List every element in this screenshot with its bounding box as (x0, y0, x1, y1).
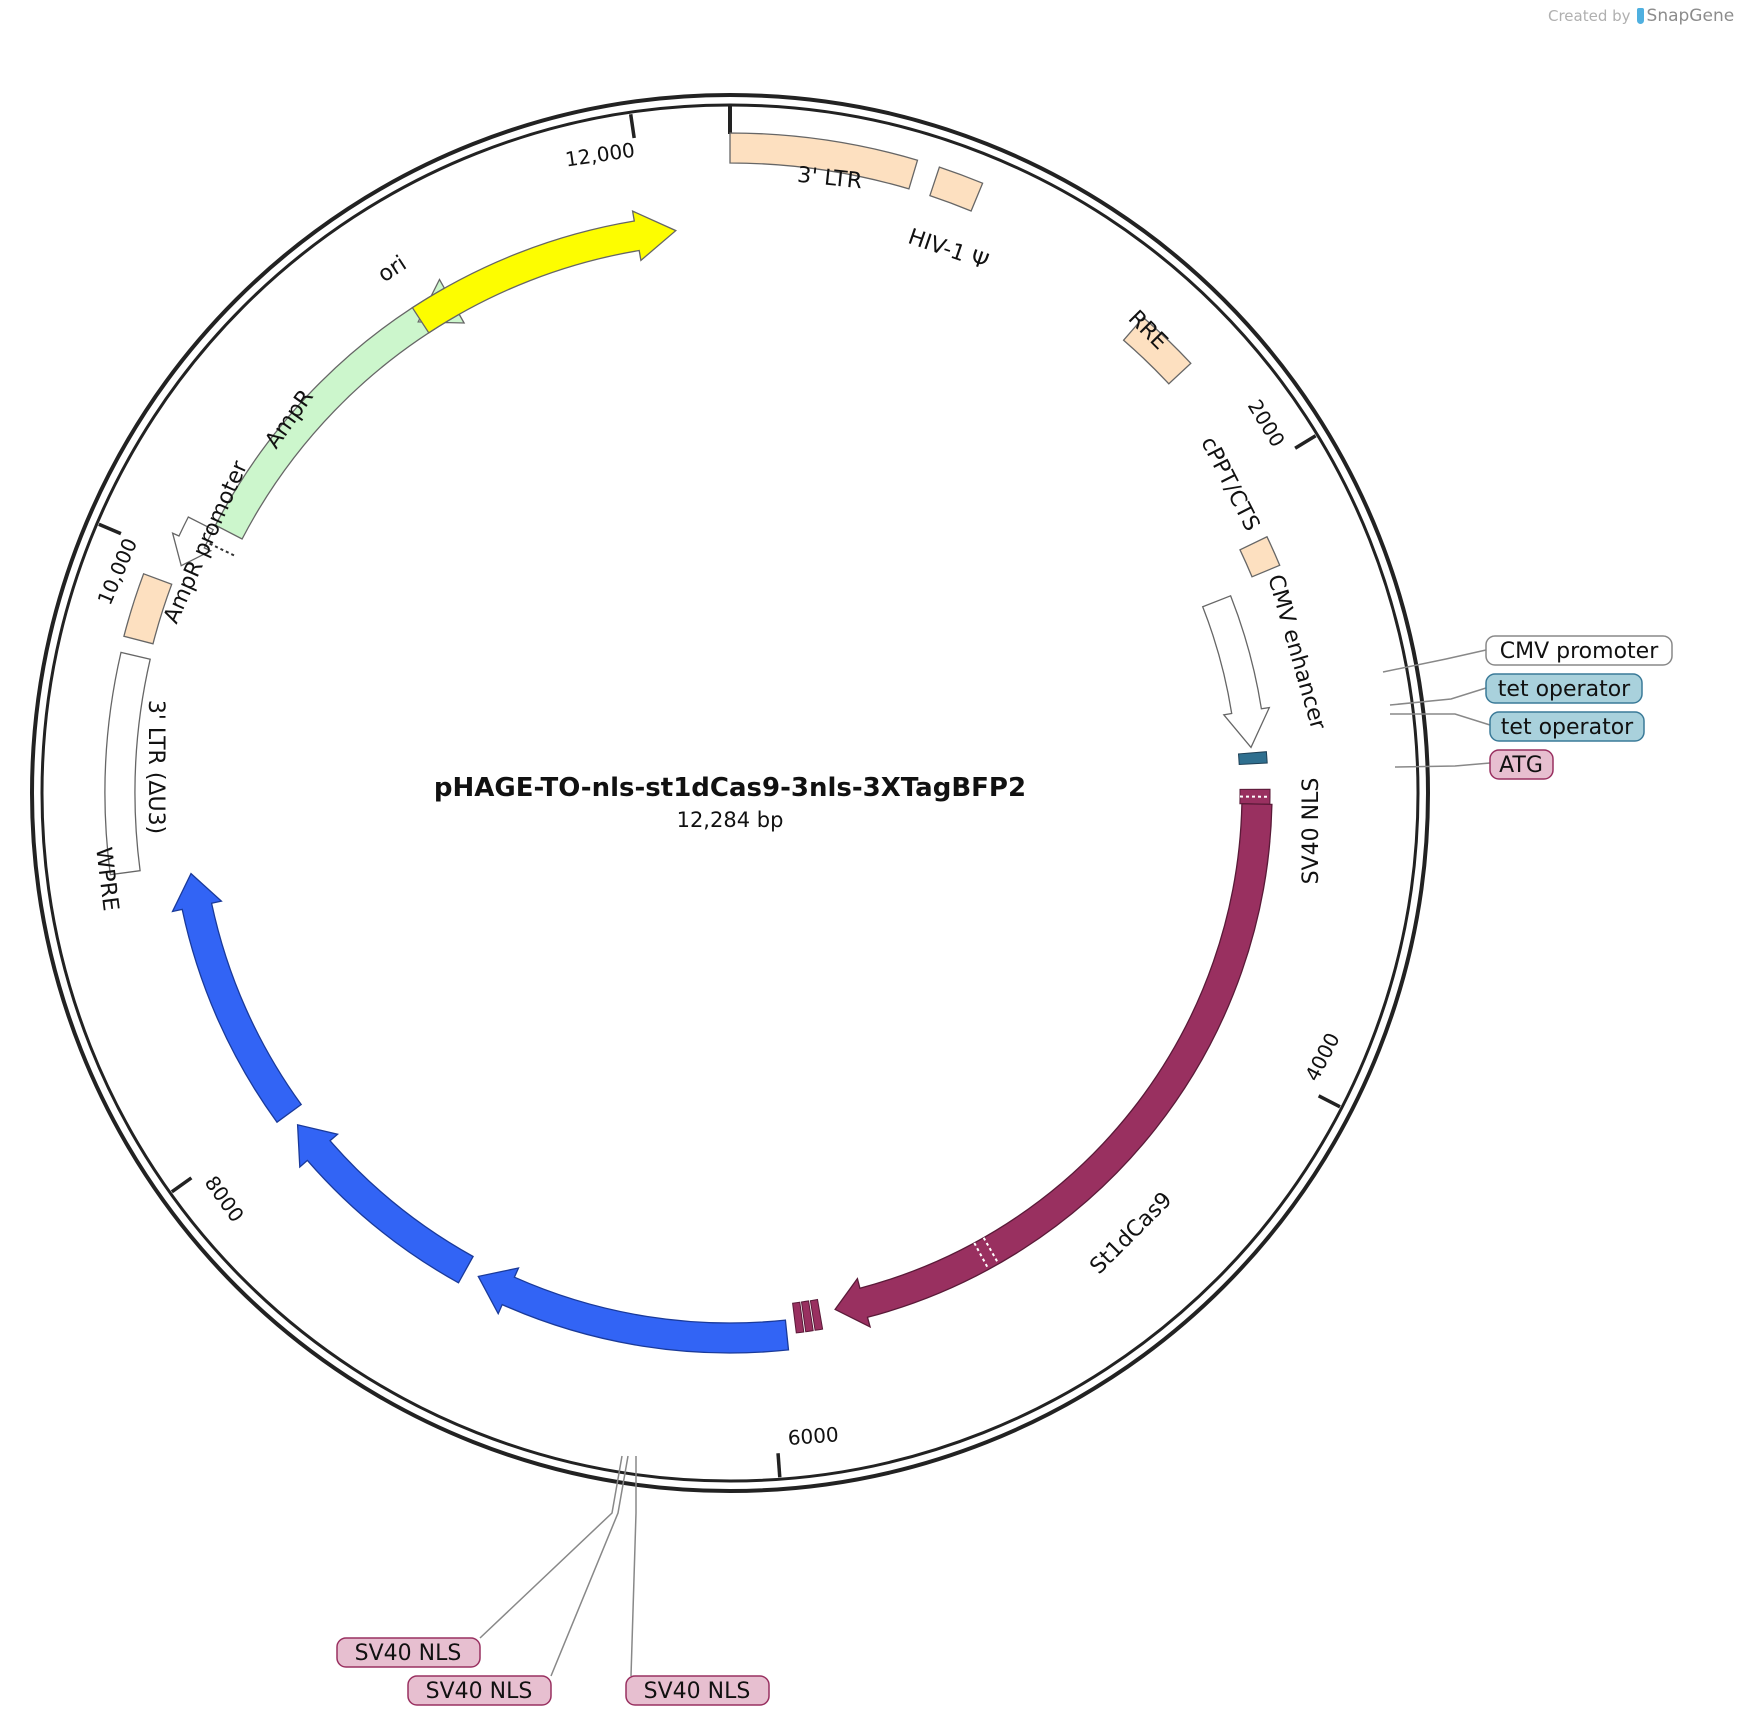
tick-4000 (1317, 1094, 1341, 1109)
callout-box-sv40-nls-3[interactable] (625, 1675, 770, 1706)
feature-ori[interactable] (411, 210, 678, 334)
feature-rre[interactable] (1122, 316, 1192, 385)
callout-tet-operator-2: tet operator (1501, 715, 1634, 740)
tick-label-8000: 8000 (200, 1171, 249, 1226)
label-mtagbfp2-2: mTagBFP2 (268, 1221, 375, 1308)
callout-box-cmv-promoter[interactable] (1485, 635, 1673, 666)
feature-dividers (206, 541, 1270, 1270)
label-cppt-cts: cPPT/CTS (1195, 433, 1264, 535)
tick-2000 (1294, 434, 1317, 450)
label-st1dcas9: St1dCas9 (1085, 1187, 1177, 1279)
feature-wpre[interactable] (104, 651, 151, 876)
callout-cmv-promoter: CMV promoter (1500, 639, 1659, 664)
credit-brand: SnapGene (1646, 6, 1735, 26)
label-sv40-nls-top: SV40 NLS (1299, 778, 1324, 885)
label-ori: ori (374, 251, 412, 288)
callout-leaders (479, 649, 1491, 1677)
tick-10000 (98, 522, 122, 536)
label-cmv-enhancer: CMV enhancer (1262, 572, 1330, 734)
tick-label-12000: 12,000 (564, 138, 637, 172)
callout-sv40-nls-1: SV40 NLS (355, 1641, 462, 1666)
callout-sv40-nls-3: SV40 NLS (644, 1679, 751, 1704)
feature-sv40-nls-a[interactable] (809, 1298, 824, 1331)
feature-divider (206, 541, 235, 557)
label-ampr-promoter: AmpR promoter (159, 457, 253, 628)
backbone-inner-ring (40, 103, 1420, 1483)
callout-box-atg[interactable] (1489, 749, 1554, 780)
callout-box-tet-operator-2[interactable] (1489, 711, 1645, 742)
tick-label-2000: 2000 (1243, 395, 1290, 451)
feature-cppt-cts[interactable] (1239, 535, 1281, 578)
tick-12000 (628, 113, 636, 139)
feature-mtagbfp2-2[interactable] (296, 1123, 474, 1284)
feature-3-ltr[interactable] (729, 132, 919, 190)
tick-6000 (776, 1453, 782, 1478)
backbone-outer-ring (30, 93, 1430, 1493)
snapgene-credit: Created by SnapGene (1548, 6, 1734, 26)
plasmid-size: 12,284 bp (677, 808, 784, 832)
callout-tet-operator-1: tet operator (1498, 677, 1631, 702)
feature-st1dcas9[interactable] (834, 803, 1273, 1329)
feature-divider (982, 1237, 1000, 1265)
feature-divider (973, 1242, 990, 1270)
feature-mtagbfp2-1[interactable] (171, 872, 303, 1124)
feature-ampr-promoter[interactable] (171, 516, 215, 567)
callout-box-sv40-nls-1[interactable] (336, 1637, 481, 1668)
feature-hiv1-psi[interactable] (929, 166, 984, 212)
tick-label-6000: 6000 (787, 1422, 840, 1450)
label-3-ltr: 3' LTR (796, 163, 863, 195)
label-3-ltr-du3: 3' LTR (ΔU3) (143, 700, 168, 834)
credit-prefix: Created by (1548, 7, 1631, 25)
feature-sv40-nls-c[interactable] (792, 1301, 805, 1334)
tick-label-4000: 4000 (1300, 1029, 1345, 1085)
feature-cmv-enhancer[interactable] (1201, 594, 1271, 749)
feature-3-ltr-du3[interactable] (123, 572, 173, 645)
callout-atg: ATG (1499, 753, 1543, 778)
label-hiv1-psi: HIV-1 Ψ (905, 225, 992, 276)
feature-sv40-nls-b[interactable] (800, 1300, 814, 1333)
feature-tet-operator[interactable] (1237, 751, 1268, 766)
label-mtagbfp2-1: mTagBFP2 (142, 1016, 216, 1129)
tick-8000 (170, 1176, 193, 1194)
feature-mtagbfp2-3[interactable] (477, 1267, 790, 1354)
plasmid-name: pHAGE-TO-nls-st1dCas9-3nls-3XTagBFP2 (434, 773, 1026, 803)
callout-box-tet-operator-1[interactable] (1485, 673, 1643, 704)
snapgene-logo-icon (1636, 8, 1644, 24)
callout-box-sv40-nls-2[interactable] (407, 1675, 552, 1706)
callout-sv40-nls-2: SV40 NLS (426, 1679, 533, 1704)
label-mtagbfp2-3: mTagBFP2 (462, 1356, 578, 1411)
